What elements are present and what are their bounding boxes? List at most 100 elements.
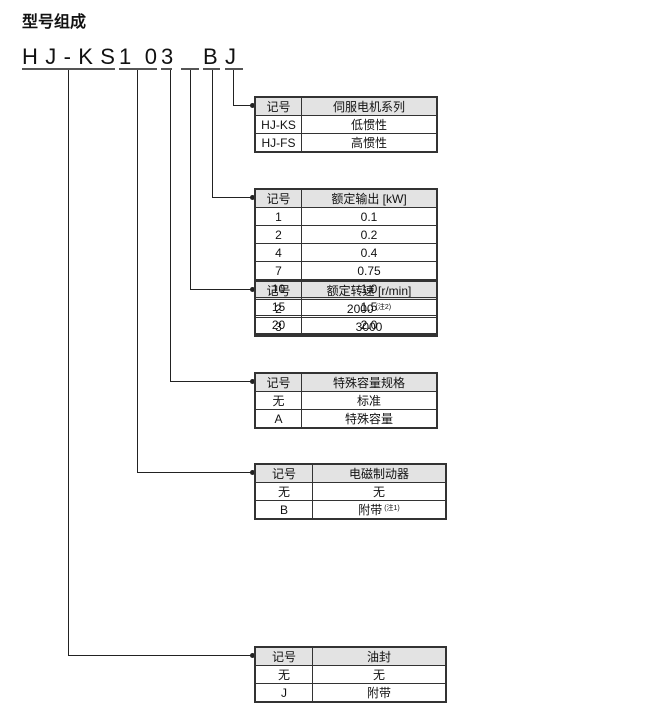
cell-text: 15 [271,299,286,314]
table-cell: 15 [254,297,302,316]
connector-line [170,70,171,381]
model-char: - [63,44,71,69]
table-row: 无 标准 [254,391,438,410]
cell-text: 4 [275,245,282,260]
table-cell: 4 [254,243,302,262]
model-segment-speed: 3 [161,46,173,70]
table-cell: 标准 [301,391,438,410]
cell-text: 附带 [366,685,391,700]
connector-dot [250,287,255,292]
cell-text: 无 [372,484,385,499]
model-char: J [45,44,57,69]
cell-text: 0.4 [360,245,378,260]
connector-dot [250,653,255,658]
cell-text: 2.0 [360,317,378,332]
connector-line [233,105,254,106]
model-segment-brake: B [203,46,220,70]
table-cell: 7 [254,261,302,280]
table-cell: 无 [254,391,302,410]
cell-text: A [274,411,283,426]
table-cell: B [254,500,313,520]
cell-text: 标准 [356,393,381,408]
connector-line [68,655,254,656]
cell-text: 无 [277,484,290,499]
table-cell: 特殊容量 [301,409,438,429]
model-char: J [225,44,236,69]
table-cell: 1.5 [301,297,438,316]
model-char: S [100,44,115,69]
connector-line [190,289,254,290]
page-title: 型号组成 [22,12,87,31]
cell-text: B [279,502,288,517]
table-cell: HJ-KS [254,115,302,134]
table-row: 无无 [254,482,447,501]
table-cell: J [254,683,313,703]
model-char: K [78,44,93,69]
header-cell: 电磁制动器 [312,463,447,483]
table-cell: 无 [312,665,447,684]
table-cell: 0.2 [301,225,438,244]
connector-line [170,381,254,382]
table-cell: 无 [312,482,447,501]
connector-dot [250,379,255,384]
connector-dot [250,103,255,108]
table-row: B 附带 (注1) [254,500,447,520]
header-cell: 记号 [254,646,313,666]
cell-text: 7 [275,263,282,278]
connector-line [212,70,213,197]
cell-text: 1.0 [360,281,378,296]
connector-dot [250,195,255,200]
cell-text: 特殊容量 [344,411,393,426]
model-char: 0 [144,44,157,69]
table-cell: A [254,409,302,429]
cell-text: 附带 [358,503,383,517]
table-cell: 2.0 [301,315,438,335]
table-row: J 附带 [254,683,447,703]
connector-dot [250,470,255,475]
cell-text: 2 [275,227,282,242]
connector-line [212,197,254,198]
table-row: 无无 [254,665,447,684]
table-row: HJ-KS 低惯性 [254,115,438,134]
header-cell: 记号 [254,96,302,116]
table-cell: 低惯性 [301,115,438,134]
cell-text: 1.5 [360,299,378,314]
model-char: B [203,44,218,69]
table-cell: 10 [254,279,302,298]
header-cell: 特殊容量规格 [301,372,438,392]
cell-text: 无 [277,667,290,682]
table-row: A 特殊容量 [254,409,438,429]
cell-text: 1 [275,209,282,224]
table-cell: HJ-FS [254,133,302,153]
table-cell: 高惯性 [301,133,438,153]
header-cell: 额定输出 [kW] [301,188,438,208]
connector-line [137,472,254,473]
cell-text: 0.75 [357,263,381,278]
table-cell: 0.1 [301,207,438,226]
header-cell: 记号 [254,188,302,208]
model-char: 1 [119,44,132,69]
cell-text: 0.2 [360,227,378,242]
cell-text: 10 [271,281,286,296]
connector-line [233,70,234,105]
table-cell: 无 [254,665,313,684]
table-cell: 附带 (注1) [312,500,447,520]
header-cell: 记号 [254,463,313,483]
table-cell: 0.4 [301,243,438,262]
cell-text: 低惯性 [350,117,387,132]
cell-text: HJ-KS [261,117,296,132]
cell-text: 20 [271,317,286,332]
